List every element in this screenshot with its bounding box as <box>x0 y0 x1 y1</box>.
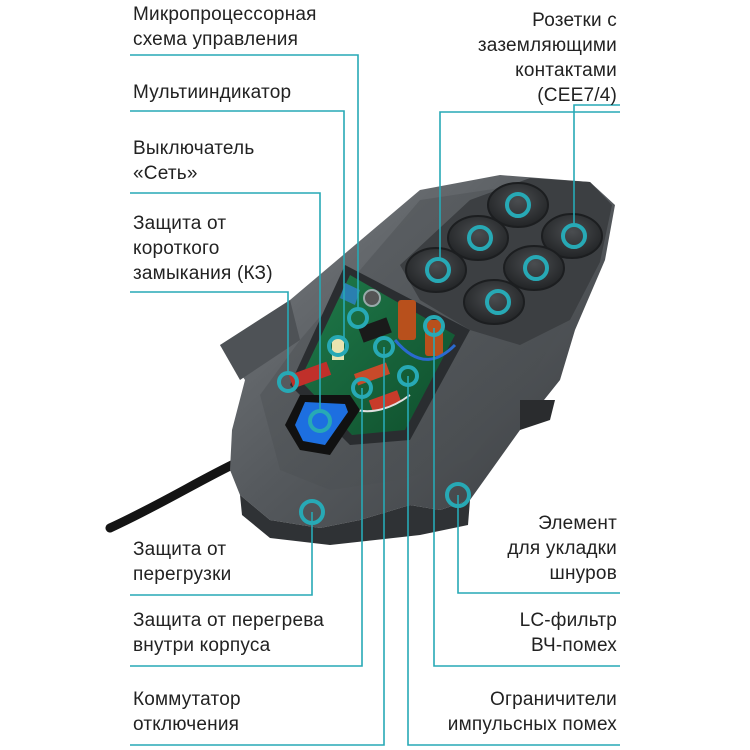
ring-multiindicator <box>327 335 349 357</box>
label-power-switch: Выключатель «Сеть» <box>133 138 255 184</box>
label-cord-holder: Элемент для укладки шнуров <box>507 513 617 584</box>
ring-socket-2 <box>467 225 493 251</box>
ring-overheat <box>351 377 373 399</box>
ring-lc-filter <box>423 315 445 337</box>
ring-socket-6 <box>485 289 511 315</box>
label-overload: Защита от перегрузки <box>133 539 232 585</box>
sockets <box>405 182 603 325</box>
ring-socket-4 <box>425 257 451 283</box>
label-lc-filter: LC-фильтр ВЧ-помех <box>519 610 617 656</box>
ring-cord-holder <box>445 482 471 508</box>
ring-socket-1 <box>505 192 531 218</box>
callout-rings <box>277 192 587 525</box>
label-surge-limiters: Ограничители импульсных помех <box>447 689 617 735</box>
ring-cutoff <box>373 336 395 358</box>
label-cutoff-switch: Коммутатор отключения <box>133 689 241 735</box>
ring-microprocessor <box>347 307 369 329</box>
label-sockets: Розетки с заземляющими контактами (CEE7/… <box>477 10 617 106</box>
ring-socket-3 <box>561 223 587 249</box>
ring-overload <box>299 499 325 525</box>
ring-short-circuit <box>277 371 299 393</box>
ring-power-switch <box>308 409 332 433</box>
ring-surge <box>397 365 419 387</box>
ring-socket-5 <box>523 255 549 281</box>
label-multiindicator: Мультииндикатор <box>133 82 292 103</box>
label-short-circuit: Защита от короткого замыкания (КЗ) <box>133 213 273 284</box>
label-overheat: Защита от перегрева внутри корпуса <box>133 610 325 656</box>
leader-lines <box>130 54 620 746</box>
power-cord <box>105 457 243 533</box>
label-microprocessor: Микропроцессорная схема управления <box>133 4 317 50</box>
